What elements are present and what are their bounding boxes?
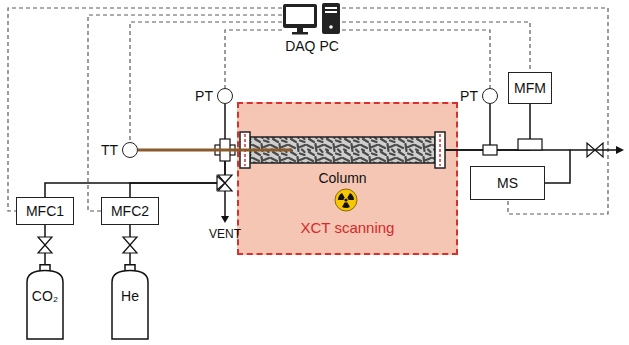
node-label: MS (497, 175, 518, 191)
temperature-transmitter: TT (122, 142, 138, 158)
gas-cylinder: CO₂ (25, 264, 65, 340)
mass-spectrometer-box: MS (470, 166, 545, 200)
node-label: Column (318, 170, 366, 186)
signal-line (130, 22, 282, 142)
flow-controller-box: MFC1 (16, 197, 74, 225)
gas-cylinder: He (110, 264, 150, 340)
pressure-transmitter: PT (217, 88, 233, 104)
pressure-transmitter: PT (482, 88, 498, 104)
daq-computer: DAQ PC (282, 3, 342, 55)
valves (38, 143, 603, 253)
signal-line (8, 8, 282, 211)
signal-line (342, 8, 608, 214)
flow-meter-box: MFM (508, 72, 552, 104)
node-label: PT (195, 88, 213, 104)
scan-zone-fill (237, 102, 458, 255)
node-label: DAQ PC (285, 38, 339, 54)
port-label: VENT (209, 227, 241, 241)
signal-line (225, 30, 282, 88)
signal-line (88, 15, 282, 211)
node-label: He (121, 288, 139, 304)
node-label: PT (460, 88, 478, 104)
thermocouple-rod (138, 149, 292, 152)
node-label: MFM (514, 80, 546, 96)
scan-region: XCT scanning Column (237, 102, 458, 255)
node-label: CO₂ (32, 288, 58, 304)
pc-icon (283, 3, 340, 35)
node-label: MFC2 (111, 203, 149, 219)
node-label: TT (101, 142, 118, 158)
piping (225, 104, 617, 217)
signal-line (342, 30, 490, 88)
gas-line (45, 150, 240, 197)
vent-arrow (221, 216, 229, 223)
flow-controller-box: MFC2 (101, 197, 159, 225)
exit-arrow (616, 146, 624, 154)
packed-column: Column (240, 132, 445, 168)
node-label: XCT scanning (301, 220, 395, 236)
signal-line (342, 22, 530, 72)
radiation-symbol (335, 189, 357, 211)
node-label: MFC1 (26, 203, 64, 219)
